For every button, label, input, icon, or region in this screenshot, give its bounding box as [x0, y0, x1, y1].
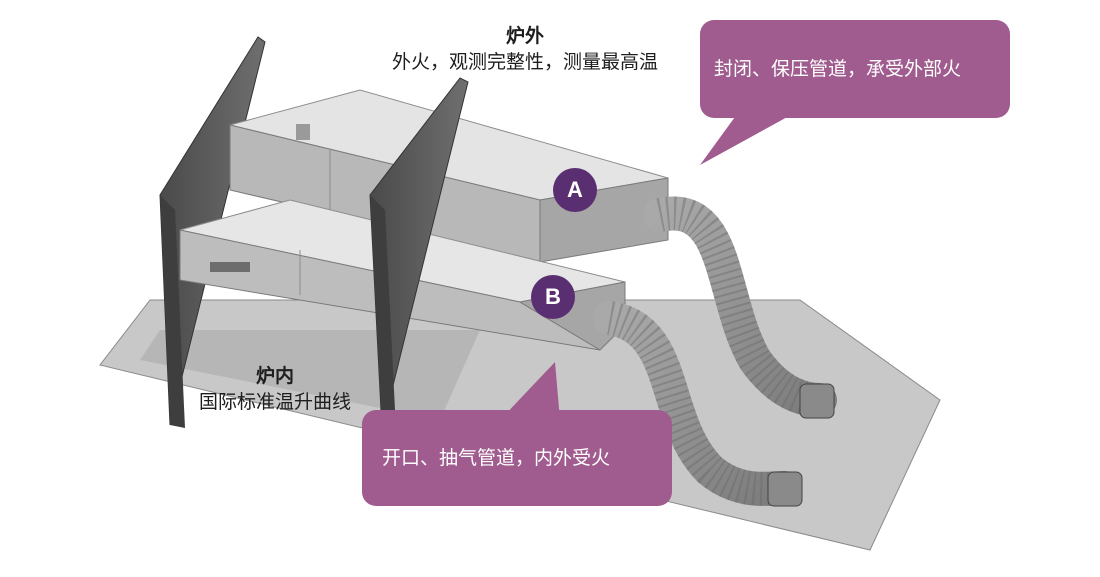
hose-a-end-fitting — [799, 383, 835, 419]
callout-b-pointer — [500, 362, 560, 420]
callout-a-box — [700, 20, 1010, 118]
badge-a-circle — [553, 168, 597, 212]
duct-b-vent-grille — [210, 262, 250, 272]
outside-furnace-label: 炉外 外火，观测完整性，测量最高温 — [360, 24, 690, 76]
duct-a-inspection-panel — [296, 124, 310, 140]
callout-b — [362, 362, 672, 506]
callout-b-box — [362, 410, 672, 506]
hose-b-ribs — [605, 301, 786, 506]
hose-b — [593, 301, 802, 506]
inside-furnace-title: 炉内 — [255, 365, 294, 387]
outside-furnace-desc: 外火，观测完整性，测量最高温 — [391, 51, 658, 73]
badge-b-label: B — [545, 284, 561, 309]
inside-furnace-label: 炉内 国际标准温升曲线 — [180, 364, 370, 416]
inside-furnace-desc: 国际标准温升曲线 — [198, 391, 351, 413]
callout-a-text: 封闭、保压管道，承受外部火 — [714, 58, 962, 80]
hose-a — [643, 196, 837, 417]
callout-a — [700, 20, 1010, 165]
callout-b-text: 开口、抽气管道，内外受火 — [382, 447, 611, 469]
callout-a-pointer — [700, 110, 800, 165]
middle-furnace-wall-side — [370, 195, 396, 430]
left-furnace-wall-side — [160, 195, 185, 428]
hose-b-end-fitting — [767, 471, 803, 507]
badge-a-label: A — [567, 177, 583, 202]
outside-furnace-title: 炉外 — [505, 25, 544, 47]
badge-b-circle — [531, 275, 575, 319]
